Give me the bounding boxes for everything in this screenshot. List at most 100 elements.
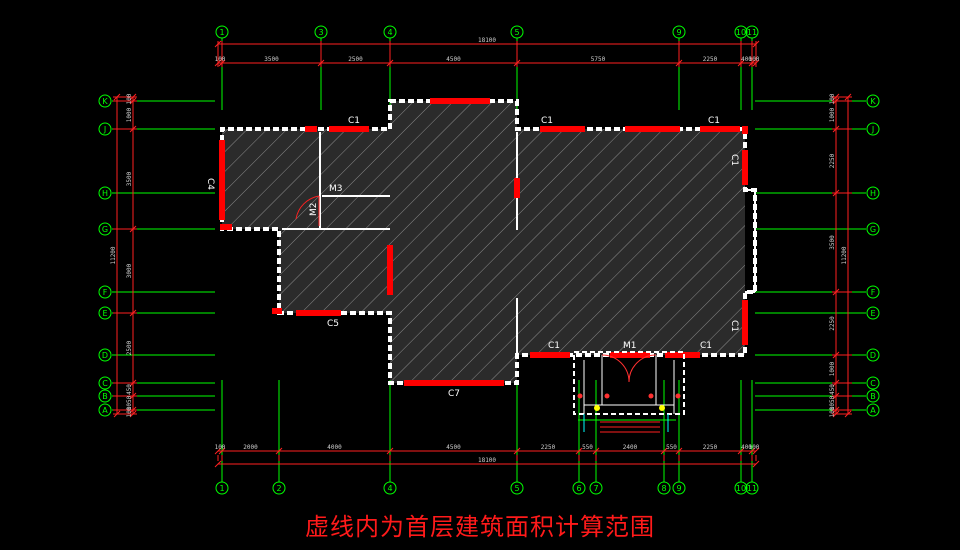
left-dimension-segment: 100 [126, 406, 133, 417]
door-label-m3: M3 [329, 184, 343, 194]
axis-bubble-bottom [510, 481, 524, 495]
axis-bubble-left [98, 94, 112, 108]
axis-bubble-bottom [589, 481, 603, 495]
axis-bubble-right [866, 122, 880, 136]
left-dimension-segment: 2500 [126, 340, 133, 355]
bottom-dimension-segment: 100 [215, 444, 226, 451]
right-dimension-segment: 1000 [829, 107, 836, 122]
caption: 虚线内为首层建筑面积计算范围 [305, 513, 655, 541]
window-label-c1: C1 [729, 320, 739, 332]
right-dimension-segment: 100 [829, 93, 836, 104]
axis-bubble-bottom [672, 481, 686, 495]
axis-bubble-top [383, 25, 397, 39]
top-dimension-total: 18100 [478, 37, 496, 44]
opening-mark [272, 308, 282, 314]
axis-bubble-right-label: A [870, 406, 876, 415]
axis-bubble-left-label: C [102, 379, 108, 388]
top-dimension-segment: 2500 [348, 56, 363, 63]
axis-bubble-bottom [572, 481, 586, 495]
axis-bubble-bottom-label: 10 [736, 484, 746, 493]
right-dimension-segment: 450 [829, 384, 836, 395]
bottom-dimension-segment: 2250 [541, 444, 556, 451]
axis-bubble-right-label: B [870, 392, 876, 401]
axis-bubble-top [734, 25, 748, 39]
axis-bubble-left [98, 306, 112, 320]
axis-bubble-right-label: H [870, 189, 876, 198]
axis-bubble-right [866, 306, 880, 320]
axis-bubble-left-label: A [102, 406, 108, 415]
axis-bubble-left [98, 376, 112, 390]
bottom-dimension-segment: 4500 [446, 444, 461, 451]
axis-bubble-left [98, 403, 112, 417]
axis-bubble-right-label: G [870, 225, 876, 234]
axis-bubble-top [510, 25, 524, 39]
left-dimension-segment: 1000 [126, 107, 133, 122]
opening-labels: C1 C1 C1 C1 C1 C1 C1 C4 C5 C7 M1 M2 M3 [205, 116, 739, 399]
opening-mark [329, 126, 369, 132]
axis-bubble-left-label: D [102, 351, 108, 360]
axis-bubble-bottom-label: 11 [747, 484, 757, 493]
window-label-c4: C4 [205, 178, 215, 190]
axis-bubble-right-label: K [870, 97, 876, 106]
axis-bubble-bottom [657, 481, 671, 495]
door-label-m2: M2 [309, 203, 319, 217]
top-dimension-segment: 5750 [591, 56, 606, 63]
top-dimension-segment: 100 [215, 56, 226, 63]
axis-bubble-bottom-label: 2 [276, 484, 281, 493]
axis-bubble-right-label: F [871, 288, 876, 297]
bottom-dimension-segment: 400 [741, 444, 752, 451]
axis-bubble-right-label: J [871, 125, 874, 134]
window-label-c1: C1 [708, 116, 720, 126]
window-label-c1: C1 [548, 341, 560, 351]
axis-bubble-top-label: 9 [676, 28, 681, 37]
left-dimension-segment: 3500 [126, 171, 133, 186]
axis-bubble-left-label: B [102, 392, 108, 401]
axis-bubble-right [866, 348, 880, 362]
opening-mark [219, 140, 225, 220]
axis-bubble-bottom [215, 481, 229, 495]
axis-bubble-left-label: J [103, 125, 106, 134]
axis-bubble-bottom [383, 481, 397, 495]
opening-mark [430, 98, 490, 104]
axis-bubble-right-label: D [870, 351, 876, 360]
opening-mark [742, 126, 748, 134]
axis-bubble-bottom-label: 1 [219, 484, 224, 493]
axis-bubble-bottom-label: 7 [593, 484, 598, 493]
bottom-dimension-total: 18100 [478, 457, 496, 464]
axis-bubble-bottom [734, 481, 748, 495]
left-dimension-segment: 100 [126, 93, 133, 104]
opening-mark [742, 300, 748, 345]
opening-mark [220, 224, 232, 230]
opening-mark [610, 352, 650, 358]
bottom-dimension-segment: 550 [666, 444, 677, 451]
axis-bubble-bottom [272, 481, 286, 495]
opening-mark [700, 126, 740, 132]
window-label-c1: C1 [700, 341, 712, 351]
door-label-m1: M1 [623, 341, 637, 351]
door-m2-swing [295, 195, 320, 226]
bottom-dimension-segment: 550 [582, 444, 593, 451]
bottom-dimension-segment: 2400 [623, 444, 638, 451]
opening-mark [742, 150, 748, 185]
axis-bubble-left-label: F [103, 288, 108, 297]
top-dimension-segment: 2250 [703, 56, 718, 63]
axis-bubble-left [98, 389, 112, 403]
axis-bubble-right [866, 389, 880, 403]
axis-bubble-bottom-label: 6 [576, 484, 581, 493]
opening-mark [540, 126, 585, 132]
top-dimension-segment: 100 [749, 56, 760, 63]
axis-bubble-top-label: 10 [736, 28, 746, 37]
right-dimension-segment: 1000 [829, 361, 836, 376]
right-dimension-segment: 1050 [829, 395, 836, 410]
opening-mark [296, 310, 341, 316]
right-dimension-total: 11200 [841, 246, 848, 264]
top-dimension-segment: 4500 [446, 56, 461, 63]
axis-bubble-left-label: E [102, 309, 107, 318]
openings [219, 98, 748, 386]
axis-bubble-top-label: 4 [387, 28, 392, 37]
axis-bubble-right [866, 285, 880, 299]
axis-bubble-left-label: K [102, 97, 108, 106]
left-dimension-total: 11200 [110, 246, 117, 264]
axis-bubble-right [866, 94, 880, 108]
